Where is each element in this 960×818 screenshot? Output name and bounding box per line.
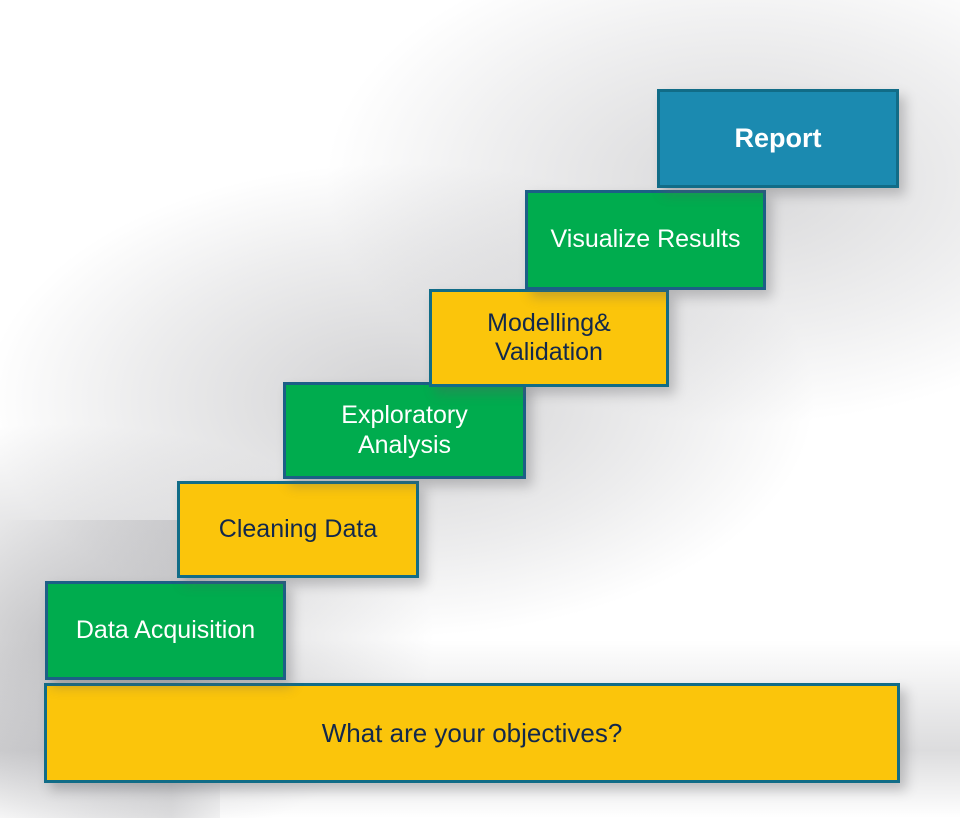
step-label: Modelling& Validation xyxy=(487,308,611,367)
step-label: Cleaning Data xyxy=(218,514,378,543)
step-report[interactable]: Report xyxy=(657,89,899,188)
step-modelling-validation[interactable]: Modelling& Validation xyxy=(429,289,669,387)
step-label: Visualize Results xyxy=(550,225,741,254)
step-visualize-results[interactable]: Visualize Results xyxy=(525,190,766,290)
step-objectives[interactable]: What are your objectives? xyxy=(44,683,900,783)
step-label: What are your objectives? xyxy=(321,717,623,748)
step-label: Exploratory Analysis xyxy=(341,401,468,459)
step-label: Data Acquisition xyxy=(75,615,256,644)
step-label: Report xyxy=(734,122,822,153)
step-cleaning-data[interactable]: Cleaning Data xyxy=(177,481,419,578)
step-data-acquisition[interactable]: Data Acquisition xyxy=(45,581,286,680)
step-exploratory-analysis[interactable]: Exploratory Analysis xyxy=(283,382,526,479)
